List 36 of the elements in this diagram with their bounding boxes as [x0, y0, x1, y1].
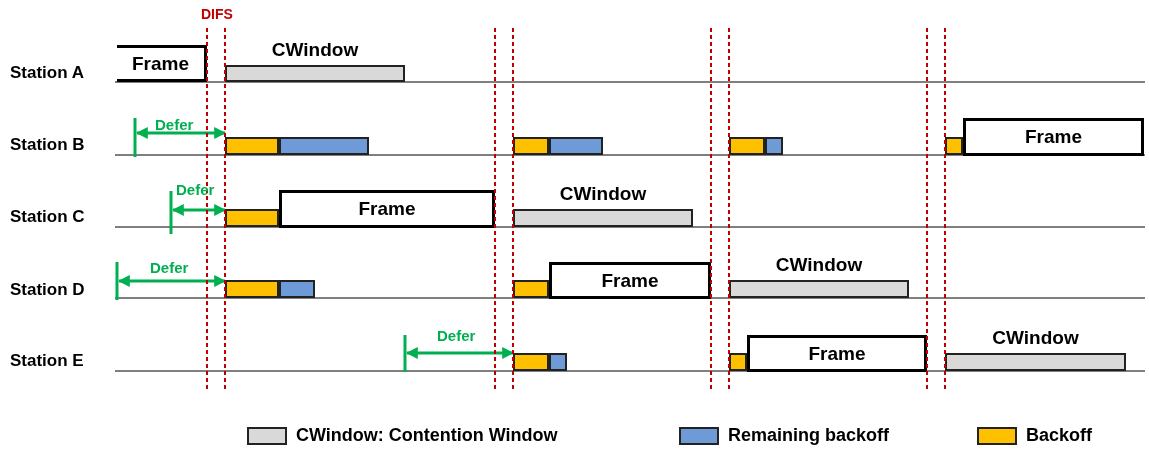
backoff-bar: [225, 209, 279, 227]
bar-heading: CWindow: [774, 254, 864, 276]
backoff-bar: [513, 353, 549, 371]
station-label: Station B: [10, 135, 85, 155]
backoff-bar: [513, 280, 549, 298]
station-label: Station C: [10, 207, 85, 227]
defer-label: Defer: [150, 259, 189, 276]
frame-box: Frame: [117, 45, 207, 82]
frame-box: Frame: [549, 262, 711, 299]
frame-box: Frame: [279, 190, 495, 228]
backoff-bar: [729, 137, 765, 155]
legend-label: Remaining backoff: [728, 425, 890, 446]
backoff-bar: [225, 137, 279, 155]
backoff-bar: [945, 137, 963, 155]
station-label: Station A: [10, 63, 84, 83]
frame-box: Frame: [963, 118, 1144, 156]
remaining-backoff-bar: [549, 353, 567, 371]
remaining-backoff-bar: [279, 280, 315, 298]
bar-heading: CWindow: [558, 183, 648, 205]
legend-label: CWindow: Contention Window: [296, 425, 558, 446]
defer-label: Defer: [155, 116, 194, 133]
backoff-bar: [225, 280, 279, 298]
interval-label: DIFS: [201, 6, 233, 22]
bar-heading: CWindow: [991, 327, 1080, 349]
remaining-backoff-bar: [279, 137, 369, 155]
station-label: Station E: [10, 351, 84, 371]
defer-label: Defer: [176, 181, 215, 198]
frame-box: Frame: [747, 335, 927, 372]
bar-heading: CWindow: [270, 39, 360, 61]
backoff-bar: [513, 137, 549, 155]
backoff-bar: [729, 353, 747, 371]
remaining-backoff-bar: [765, 137, 783, 155]
legend-label: Backoff: [1026, 425, 1092, 446]
defer-label: Defer: [437, 327, 476, 344]
remaining-backoff-bar: [549, 137, 603, 155]
station-label: Station D: [10, 280, 85, 300]
